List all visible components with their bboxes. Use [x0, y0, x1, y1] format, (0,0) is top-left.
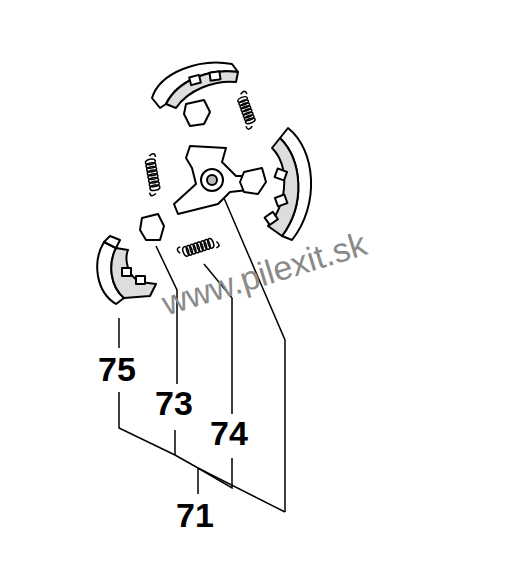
- clutch-spring: [177, 235, 220, 259]
- shoe-block: [140, 214, 164, 240]
- callout-number: 74: [210, 416, 248, 450]
- callout-number: 71: [176, 498, 214, 532]
- clutch-spring: [143, 91, 258, 260]
- clutch-spring: [143, 153, 162, 196]
- shoe-block: [184, 100, 210, 126]
- clutch-hub: [174, 146, 250, 214]
- callout-number: 75: [98, 352, 136, 386]
- clutch-spring: [234, 91, 258, 130]
- shoe-block: [240, 168, 266, 194]
- watermark-text: www.pilexit.sk: [158, 226, 370, 320]
- leader-lines: [119, 198, 285, 512]
- callout-number: 73: [155, 386, 193, 420]
